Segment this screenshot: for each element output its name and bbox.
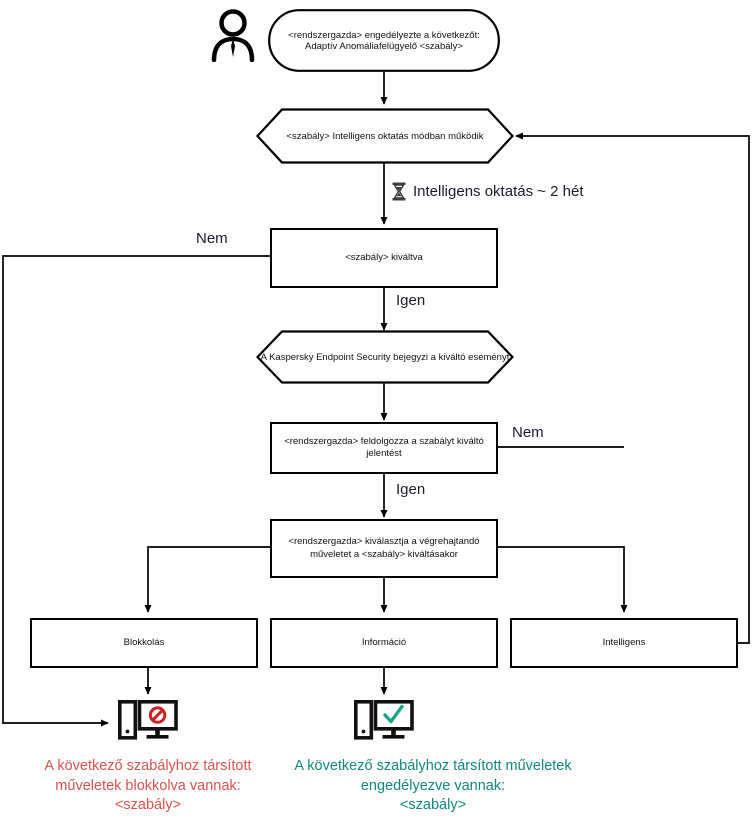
computer-allowed-icon	[353, 699, 414, 744]
node-action-block-label: Blokkolás	[123, 636, 165, 648]
edge-label-triggered-yes: Igen	[396, 292, 426, 309]
edge-label-report-yes: Igen	[396, 481, 426, 498]
node-admin-processes-report: <rendszergazda> feldolgozza a szabályt k…	[270, 422, 498, 474]
node-kes-logs-event: A Kaspersky Endpoint Security bejegyzi a…	[256, 330, 514, 384]
edge-action-to-block	[144, 546, 270, 613]
edge-smart-loopback	[515, 132, 750, 644]
hourglass-icon	[392, 182, 406, 201]
edge-label-report-no: Nem	[512, 424, 544, 441]
edge-triggered-no	[2, 255, 270, 727]
smart-training-duration: Intelligens oktatás ~ 2 hét	[392, 182, 584, 201]
node-rule-triggered: <szabály> kiváltva	[270, 228, 498, 288]
computer-blocked-icon	[117, 699, 178, 744]
edge-label-triggered-no: Nem	[196, 230, 228, 247]
node-smart-training-mode-label: <szabály> Intelligens oktatás módban műk…	[286, 130, 484, 142]
caption-allowed: A következő szabályhoz társított művelet…	[294, 758, 572, 814]
node-admin-selects-action-label: <rendszergazda> kiválasztja a végrehajta…	[288, 536, 480, 560]
caption-blocked: A következő szabályhoz társított művelet…	[44, 758, 252, 814]
node-smart-training-mode: <szabály> Intelligens oktatás módban műk…	[256, 108, 514, 164]
node-admin-selects-action: <rendszergazda> kiválasztja a végrehajta…	[270, 519, 498, 578]
node-start-label: <rendszergazda> engedélyezte a következő…	[288, 29, 480, 52]
edge-action-to-smart	[498, 546, 628, 613]
node-start: <rendszergazda> engedélyezte a következő…	[268, 9, 500, 72]
node-kes-logs-event-label: A Kaspersky Endpoint Security bejegyzi a…	[260, 351, 510, 363]
node-rule-triggered-label: <szabály> kiváltva	[345, 251, 423, 263]
node-action-info: Információ	[270, 618, 498, 668]
administrator-person-icon	[210, 8, 256, 63]
node-action-block: Blokkolás	[30, 618, 258, 668]
node-action-info-label: Információ	[361, 636, 407, 648]
node-action-smart-label: Intelligens	[602, 636, 646, 648]
node-action-smart: Intelligens	[510, 618, 738, 668]
smart-training-duration-text: Intelligens oktatás ~ 2 hét	[413, 183, 584, 200]
node-admin-processes-report-label: <rendszergazda> feldolgozza a szabályt k…	[284, 435, 484, 459]
